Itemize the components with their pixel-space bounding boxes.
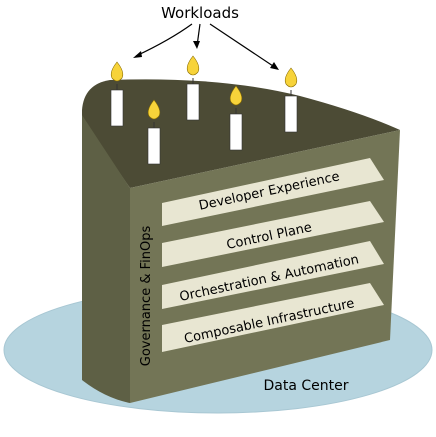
arrowheads — [133, 41, 279, 70]
data-center-label: Data Center — [264, 378, 349, 394]
governance-finops-label: Governance & FinOps — [139, 226, 154, 367]
candle — [229, 85, 243, 151]
flame-icon — [229, 85, 243, 106]
flame-icon — [284, 67, 298, 88]
layer-band-orchestration — [162, 241, 384, 309]
flame-icon — [147, 99, 161, 120]
layer-bands — [162, 158, 384, 352]
flame-icon — [186, 55, 200, 76]
candle — [186, 55, 200, 121]
flame-icon — [110, 61, 124, 82]
workload-arrows — [135, 23, 277, 69]
candle — [110, 61, 124, 127]
workloads-title: Workloads — [161, 4, 239, 22]
candle — [147, 99, 161, 165]
candle — [284, 67, 298, 133]
layer-band-control-plane — [162, 201, 384, 267]
layer-band-developer-experience — [162, 158, 384, 226]
cake-side — [82, 115, 130, 403]
layer-band-composable-infrastructure — [162, 283, 384, 352]
candles — [110, 55, 298, 165]
